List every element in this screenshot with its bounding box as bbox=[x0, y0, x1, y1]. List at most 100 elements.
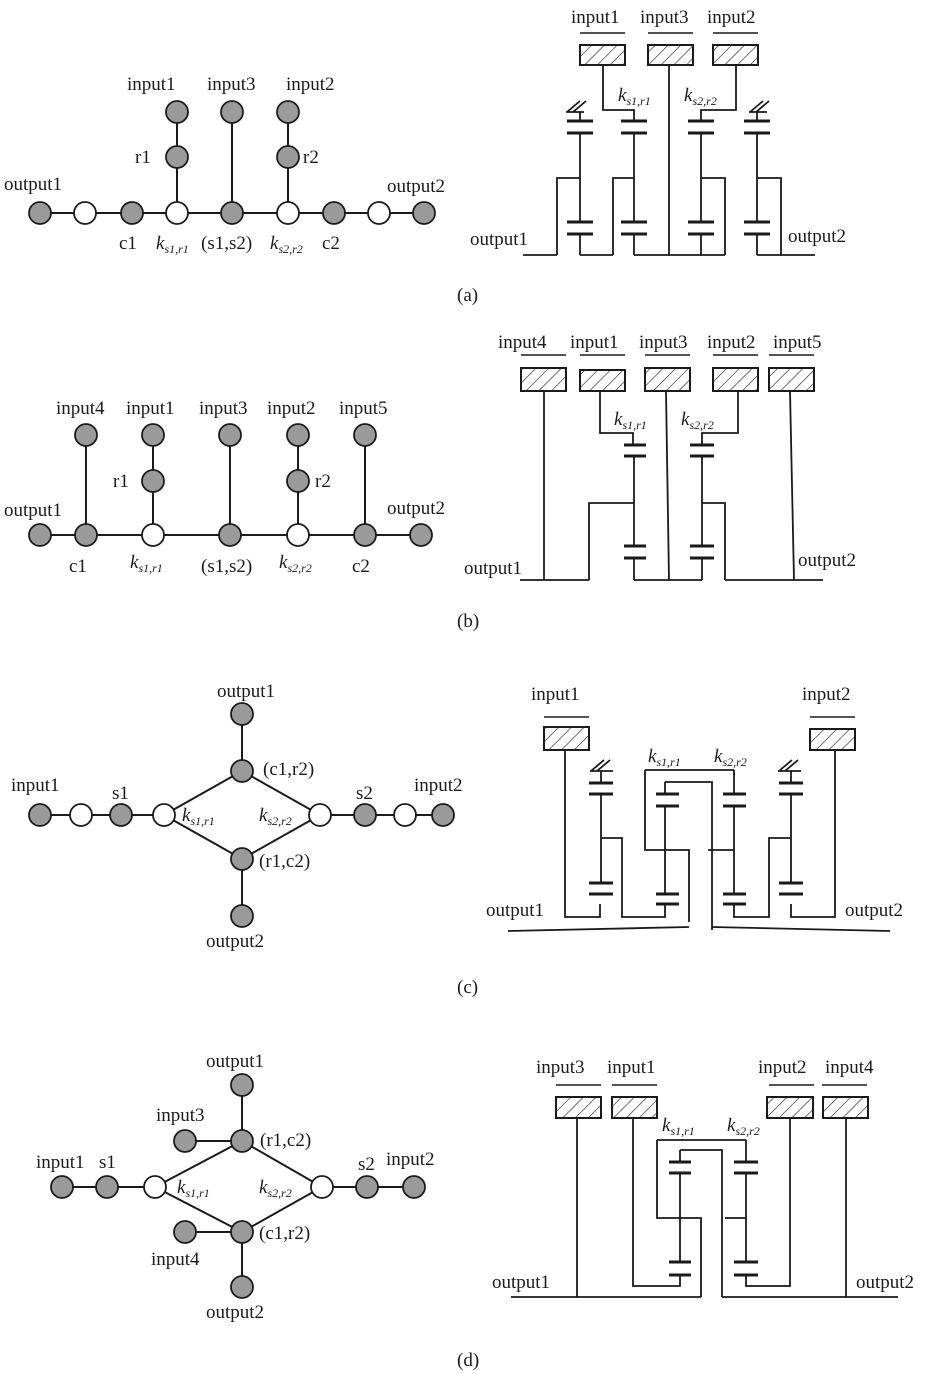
motor-input2 bbox=[766, 1096, 814, 1119]
node-k-s2-r2 bbox=[308, 803, 332, 827]
caption-c: (c) bbox=[457, 977, 478, 998]
label-k-s2-r2: ks2,r2 bbox=[270, 233, 303, 256]
panel-a: input1 input3 input2 r1 r2 output1 outpu… bbox=[4, 7, 846, 306]
node-input5 bbox=[353, 423, 377, 447]
label-k-s2-r2: ks2,r2 bbox=[727, 1115, 760, 1138]
node-c1 bbox=[74, 523, 98, 547]
label-k-s2-r2: ks2,r2 bbox=[279, 552, 312, 575]
label-input5: input5 bbox=[339, 398, 388, 419]
label-k-s2-r2: ks2,r2 bbox=[259, 805, 292, 828]
node-input1 bbox=[165, 100, 189, 124]
schematic-d: input3 input1 input2 input4 ks1,r1 ks2,r… bbox=[492, 1057, 914, 1298]
node-k-s2-r2 bbox=[286, 523, 310, 547]
label-input2: input2 bbox=[802, 684, 851, 705]
node-k-s2-r2 bbox=[310, 1175, 334, 1199]
label-k-s1-r1: ks1,r1 bbox=[130, 552, 163, 575]
label-r2: r2 bbox=[315, 471, 331, 492]
label-r1: r1 bbox=[135, 147, 151, 168]
gear-set-2 bbox=[734, 1140, 758, 1277]
label-output2: output2 bbox=[788, 226, 846, 247]
input1-link bbox=[632, 1118, 681, 1287]
label-output1: output1 bbox=[206, 1051, 264, 1072]
label-input1: input1 bbox=[36, 1152, 85, 1173]
label-top: (c1,r2) bbox=[263, 759, 314, 780]
input5-shaft bbox=[789, 390, 795, 581]
label-input2: input2 bbox=[707, 7, 756, 28]
schematic-b: input4 input1 input3 input2 input5 ks1,r… bbox=[464, 332, 856, 581]
label-r2: r2 bbox=[303, 147, 319, 168]
label-k-s2-r2: ks2,r2 bbox=[714, 746, 747, 769]
node-output2 bbox=[409, 523, 433, 547]
node-output1 bbox=[28, 523, 52, 547]
label-input4: input4 bbox=[151, 1249, 200, 1270]
label-output1: output1 bbox=[486, 900, 544, 921]
node-c1-r2 bbox=[230, 759, 254, 783]
node-r2 bbox=[276, 145, 300, 169]
node-output1 bbox=[230, 702, 254, 726]
label-input3: input3 bbox=[199, 398, 248, 419]
label-s2: s2 bbox=[356, 783, 373, 804]
node-k-s1-r1 bbox=[143, 1175, 167, 1199]
label-output1: output1 bbox=[4, 174, 62, 195]
node-input2 bbox=[276, 100, 300, 124]
motor-input4 bbox=[822, 1096, 869, 1119]
label-input2: input2 bbox=[267, 398, 316, 419]
label-input3: input3 bbox=[640, 7, 689, 28]
label-c1: c1 bbox=[69, 556, 87, 577]
input1-link bbox=[599, 391, 634, 445]
label-r1: r1 bbox=[113, 471, 129, 492]
label-input5: input5 bbox=[773, 332, 822, 353]
label-s1: s1 bbox=[112, 783, 129, 804]
label-input3: input3 bbox=[156, 1105, 205, 1126]
schematic-a: input1 input3 input2 ks1,r1 ks2,r2 bbox=[470, 7, 846, 256]
node-input2 bbox=[431, 803, 455, 827]
label-c2: c2 bbox=[352, 556, 370, 577]
ground-icon bbox=[778, 759, 801, 783]
label-input2: input2 bbox=[386, 1149, 435, 1170]
panel-c: output1 (c1,r2) input1 s1 s2 input2 ks1,… bbox=[11, 681, 903, 998]
node-open bbox=[367, 201, 391, 225]
motor-input3 bbox=[555, 1096, 602, 1119]
caption-a: (a) bbox=[457, 285, 478, 306]
label-output1: output1 bbox=[470, 229, 528, 250]
node-output2 bbox=[230, 1275, 254, 1299]
node-input2 bbox=[402, 1175, 426, 1199]
label-input2: input2 bbox=[758, 1057, 807, 1078]
node-output1 bbox=[28, 201, 52, 225]
node-r1 bbox=[165, 145, 189, 169]
label-bottom: (r1,c2) bbox=[259, 851, 310, 872]
label-k-s1-r1: ks1,r1 bbox=[614, 409, 647, 432]
label-input4: input4 bbox=[825, 1057, 874, 1078]
gear-set-1 bbox=[669, 1149, 723, 1297]
label-output2: output2 bbox=[845, 900, 903, 921]
label-output1: output1 bbox=[464, 558, 522, 579]
label-s1: s1 bbox=[99, 1152, 116, 1173]
node-k-s1-r1 bbox=[165, 201, 189, 225]
input3-shaft bbox=[665, 390, 670, 581]
node-input4 bbox=[74, 423, 98, 447]
label-input4: input4 bbox=[498, 332, 547, 353]
node-open bbox=[69, 803, 93, 827]
input2-link bbox=[700, 65, 737, 121]
label-k-s2-r2: ks2,r2 bbox=[684, 85, 717, 108]
gear-set-1 bbox=[556, 119, 593, 255]
label-input2: input2 bbox=[414, 775, 463, 796]
label-output2: output2 bbox=[206, 931, 264, 952]
label-input1: input1 bbox=[571, 7, 620, 28]
graph-a: input1 input3 input2 r1 r2 output1 outpu… bbox=[4, 74, 445, 256]
schematic-c: input1 input2 bbox=[486, 684, 903, 932]
label-k-s1-r1: ks1,r1 bbox=[618, 85, 651, 108]
gear-set-4 bbox=[744, 119, 782, 255]
node-s2 bbox=[355, 1175, 379, 1199]
input2-shaft bbox=[790, 750, 836, 918]
node-c2 bbox=[353, 523, 377, 547]
gear-set-1 bbox=[588, 443, 646, 580]
motor-input2 bbox=[712, 367, 759, 392]
motor-input1 bbox=[579, 44, 626, 66]
graph-c: output1 (c1,r2) input1 s1 s2 input2 ks1,… bbox=[11, 681, 463, 952]
node-r1 bbox=[141, 469, 165, 493]
base-shaft bbox=[507, 926, 891, 932]
node-output1 bbox=[230, 1073, 254, 1097]
label-c1: c1 bbox=[119, 233, 137, 254]
